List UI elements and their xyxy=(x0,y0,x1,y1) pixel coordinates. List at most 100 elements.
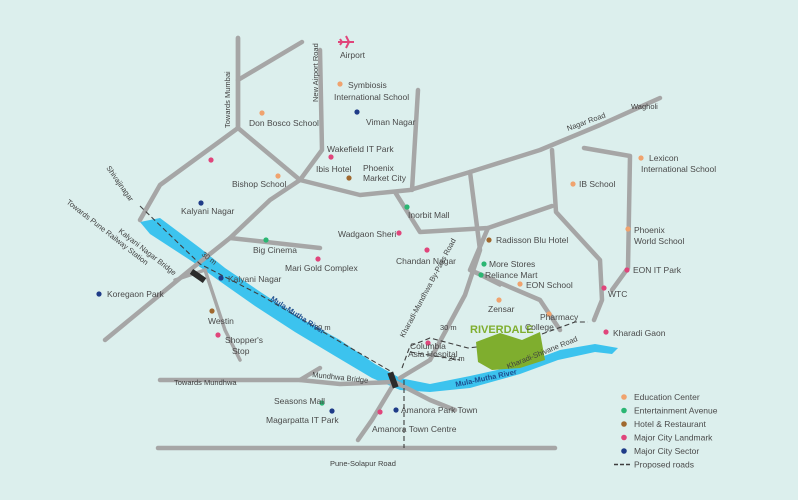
amanora-centre-dot xyxy=(393,407,399,413)
legend-label-3: Major City Landmark xyxy=(634,433,713,443)
label-amanora-centre: Amanora Town Centre xyxy=(372,424,457,434)
label-columbia-2: Asia Hospital xyxy=(408,349,458,359)
ib-school-dot xyxy=(570,181,576,187)
westin-dot xyxy=(209,308,215,314)
label-reliance: Reliance Mart xyxy=(485,270,538,280)
label-pune-solapur: Pune-Solapur Road xyxy=(330,459,396,468)
label-pharmacy-2: College xyxy=(525,322,554,332)
koregaon-dot xyxy=(96,291,102,297)
label-don-bosco: Don Bosco School xyxy=(249,118,319,128)
label-shoppers-1: Shopper's xyxy=(225,335,263,345)
shoppers-dot xyxy=(215,332,221,338)
kalyani-nagar-bridge-mark xyxy=(189,268,207,284)
label-symbiosis-2: International School xyxy=(334,92,409,102)
label-viman-nagar: Viman Nagar xyxy=(366,117,416,127)
legend-swatch-0 xyxy=(621,394,627,400)
label-pharmacy-1: Pharmacy xyxy=(540,312,579,322)
label-chandan: Chandan Nagar xyxy=(396,256,456,266)
label-towards-mumbai: Towards Mumbai xyxy=(223,71,232,128)
label-wakefield: Wakefield IT Park xyxy=(327,144,394,154)
reliance-dot xyxy=(478,272,484,278)
wtc-dot xyxy=(601,285,607,291)
proposed-road-30m xyxy=(139,205,393,373)
legend-swatch-2 xyxy=(621,421,627,427)
label-koregaon: Koregaon Park xyxy=(107,289,164,299)
label-kalyani-nagar-2: Kalyani Nagar xyxy=(228,274,282,284)
legend-label-4: Major City Sector xyxy=(634,446,699,456)
label-radisson: Radisson Blu Hotel xyxy=(496,235,568,245)
eon-it-dot xyxy=(624,267,630,273)
label-wagholi: Wagholi xyxy=(631,102,658,111)
label-lexicon-2: International School xyxy=(641,164,716,174)
label-new-airport-road: New Airport Road xyxy=(311,43,320,102)
label-airport: Airport xyxy=(340,50,366,60)
kalyani-nagar2-dot xyxy=(218,275,224,281)
label-amanora-park: Amanora Park Town xyxy=(401,405,478,415)
eon-school-dot xyxy=(517,281,523,287)
label-ib-school: IB School xyxy=(579,179,615,189)
legend-swatch-1 xyxy=(621,407,627,414)
label-more-stores: More Stores xyxy=(489,259,535,269)
more-stores-dot xyxy=(481,261,487,267)
label-kharadi-gaon: Kharadi Gaon xyxy=(613,328,666,338)
radisson-dot xyxy=(486,237,492,243)
airport-icon xyxy=(338,35,354,49)
label-wtc: WTC xyxy=(608,289,627,299)
inorbit-dot xyxy=(404,204,410,210)
label-eon-it: EON IT Park xyxy=(633,265,682,275)
seasons-dot xyxy=(319,400,325,406)
phoenix-world-dot xyxy=(625,226,631,232)
don-bosco-dot xyxy=(259,110,265,116)
proposed-road-24m xyxy=(409,351,461,361)
bishop-dot xyxy=(275,173,281,179)
landmark-dot-1 xyxy=(208,157,214,163)
label-bishop: Bishop School xyxy=(232,179,286,189)
label-columbia-1: Columbia xyxy=(410,341,446,351)
proposed-road-kharadi xyxy=(401,321,588,369)
label-lexicon-1: Lexicon xyxy=(649,153,679,163)
label-24m: 24 m xyxy=(448,354,465,363)
mari-gold-dot xyxy=(315,256,321,262)
label-30m-b: 30 m xyxy=(314,323,331,332)
legend-label-5: Proposed roads xyxy=(634,460,694,470)
label-shoppers-2: Stop xyxy=(232,346,250,356)
label-inorbit: Inorbit Mall xyxy=(408,210,450,220)
label-eon-school: EON School xyxy=(526,280,573,290)
label-zensar: Zensar xyxy=(488,304,515,314)
symbiosis-dot xyxy=(337,81,343,87)
label-magarpatta: Magarpatta IT Park xyxy=(266,415,339,425)
columbia-dot xyxy=(425,340,431,346)
ibis-dot xyxy=(346,175,352,181)
kalyani-nagar-dot xyxy=(198,200,204,206)
big-cinema-dot xyxy=(263,237,269,243)
label-ibis: Ibis Hotel xyxy=(316,164,352,174)
label-symbiosis-1: Symbiosis xyxy=(348,80,387,90)
legend-swatch-4 xyxy=(621,448,627,454)
label-phoenix-2: Market City xyxy=(363,173,407,183)
kharadi-gaon-dot xyxy=(603,329,609,335)
mundhwa-bridge-mark xyxy=(387,371,399,389)
legend-label-1: Entertainment Avenue xyxy=(634,406,718,416)
wakefield-dot xyxy=(328,154,334,160)
label-towards-mundhwa: Towards Mundhwa xyxy=(174,378,237,387)
label-30m-c: 30 m xyxy=(440,323,457,332)
pharmacy-dot xyxy=(546,311,552,317)
zensar-dot xyxy=(496,297,502,303)
label-phoenix-world-1: Phoenix xyxy=(634,225,665,235)
viman-nagar-dot xyxy=(354,109,360,115)
lexicon-dot xyxy=(638,155,644,161)
legend-swatch-3 xyxy=(621,434,627,441)
legend-label-2: Hotel & Restaurant xyxy=(634,419,706,429)
label-kalyani-nagar: Kalyani Nagar xyxy=(181,206,235,216)
label-mari-gold: Mari Gold Complex xyxy=(285,263,358,273)
label-big-cinema: Big Cinema xyxy=(253,245,297,255)
amanora-park-dot xyxy=(377,409,383,415)
label-phoenix-world-2: World School xyxy=(634,236,685,246)
riverdale-site xyxy=(476,332,545,370)
magarpatta-dot xyxy=(329,408,335,414)
label-wadgaon: Wadgaon Sheri xyxy=(338,229,396,239)
riverdale-label: RIVERDALE xyxy=(470,324,534,336)
